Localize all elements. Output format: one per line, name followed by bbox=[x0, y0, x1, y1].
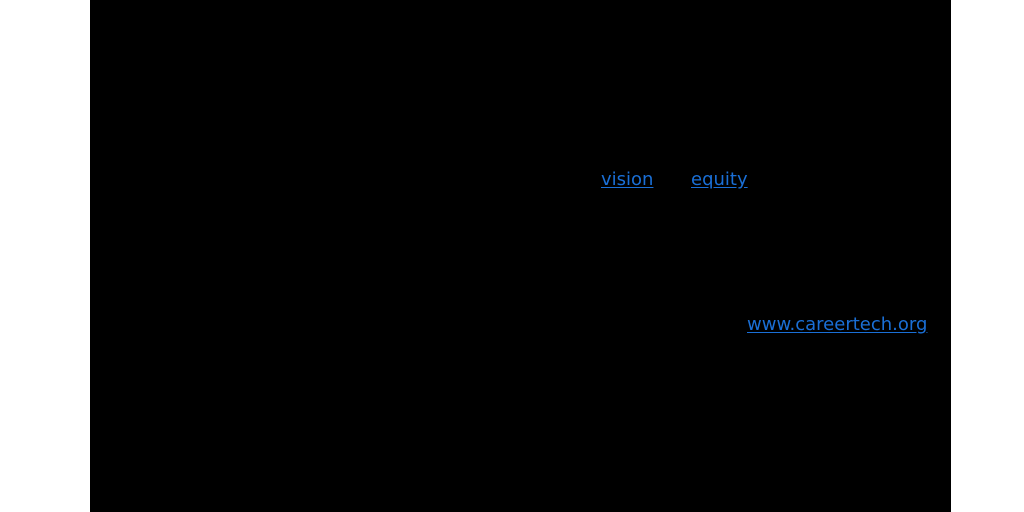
vision-link[interactable]: vision bbox=[601, 169, 654, 190]
equity-link[interactable]: equity bbox=[691, 169, 748, 190]
content-panel bbox=[90, 0, 951, 512]
careertech-website-link[interactable]: www.careertech.org bbox=[747, 314, 928, 335]
